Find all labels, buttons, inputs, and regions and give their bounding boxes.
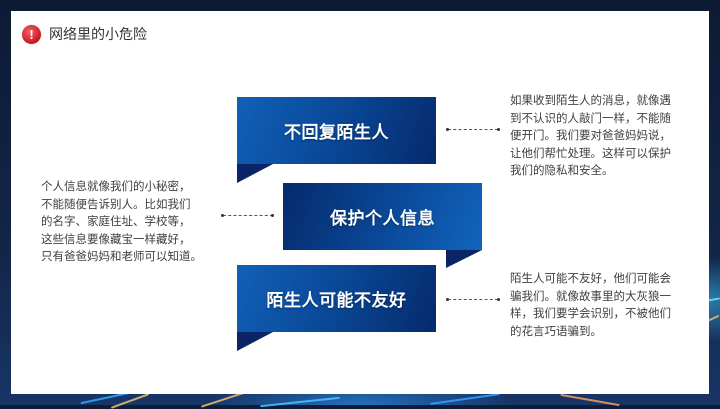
banner-title: 不回复陌生人 <box>284 123 389 143</box>
banner-title: 保护个人信息 <box>330 209 435 229</box>
connector-dot <box>497 128 500 131</box>
connector-line <box>223 215 273 216</box>
desc-line: 便开门。我们要对爸爸妈妈说， <box>510 128 671 142</box>
description-protect-personal-info: 个人信息就像我们的小秘密， 不能随便告诉别人。比如我们 的名字、家庭住址、学校等… <box>41 178 221 266</box>
slide-title: 网络里的小危险 <box>49 27 147 43</box>
alert-exclamation-icon: ! <box>22 24 41 44</box>
connector-line <box>448 129 498 130</box>
banner-strangers-unfriendly: 陌生人可能不友好 <box>237 265 436 332</box>
banner-title: 陌生人可能不友好 <box>266 291 407 311</box>
desc-line: 这些信息要像藏宝一样藏好， <box>41 231 191 246</box>
desc-line: 个人信息就像我们的小秘密， <box>41 179 191 193</box>
desc-line: 只有爸爸妈妈和老师可以知道。 <box>41 249 202 263</box>
desc-line: 不能随便告诉别人。比如我们 <box>41 196 191 211</box>
desc-line: 到不认识的人敲门一样，不能随 <box>510 110 671 125</box>
banner-fold-decoration <box>237 164 273 183</box>
connector-dot <box>446 128 449 131</box>
connector-line <box>448 299 498 300</box>
connector-dot <box>271 214 274 217</box>
desc-line: 陌生人可能不友好，他们可能会 <box>510 271 671 285</box>
connector-dot <box>446 298 449 301</box>
desc-line: 样，我们要学会识别，不被他们 <box>510 306 671 320</box>
description-strangers-unfriendly: 陌生人可能不友好，他们可能会 骗我们。就像故事里的大灰狼一 样，我们要学会识别，… <box>510 270 690 340</box>
desc-line: 骗我们。就像故事里的大灰狼一 <box>510 288 671 303</box>
banner-fold-decoration <box>237 332 273 351</box>
banner-protect-personal-info: 保护个人信息 <box>283 183 482 250</box>
slide-header: ! 网络里的小危险 <box>22 24 147 44</box>
desc-line: 让他们帮忙处理。这样可以保护 <box>510 145 671 160</box>
description-no-reply-strangers: 如果收到陌生人的消息，就像遇 到不认识的人敲门一样，不能随 便开门。我们要对爸爸… <box>510 92 690 180</box>
desc-line: 的名字、家庭住址、学校等， <box>41 214 191 228</box>
connector-dot <box>221 214 224 217</box>
banner-no-reply-strangers: 不回复陌生人 <box>237 97 436 164</box>
desc-line: 我们的隐私和安全。 <box>510 163 614 177</box>
connector-dot <box>497 298 500 301</box>
desc-line: 的花言巧语骗到。 <box>510 323 602 338</box>
desc-line: 如果收到陌生人的消息，就像遇 <box>510 93 671 107</box>
banner-fold-decoration <box>446 250 482 268</box>
